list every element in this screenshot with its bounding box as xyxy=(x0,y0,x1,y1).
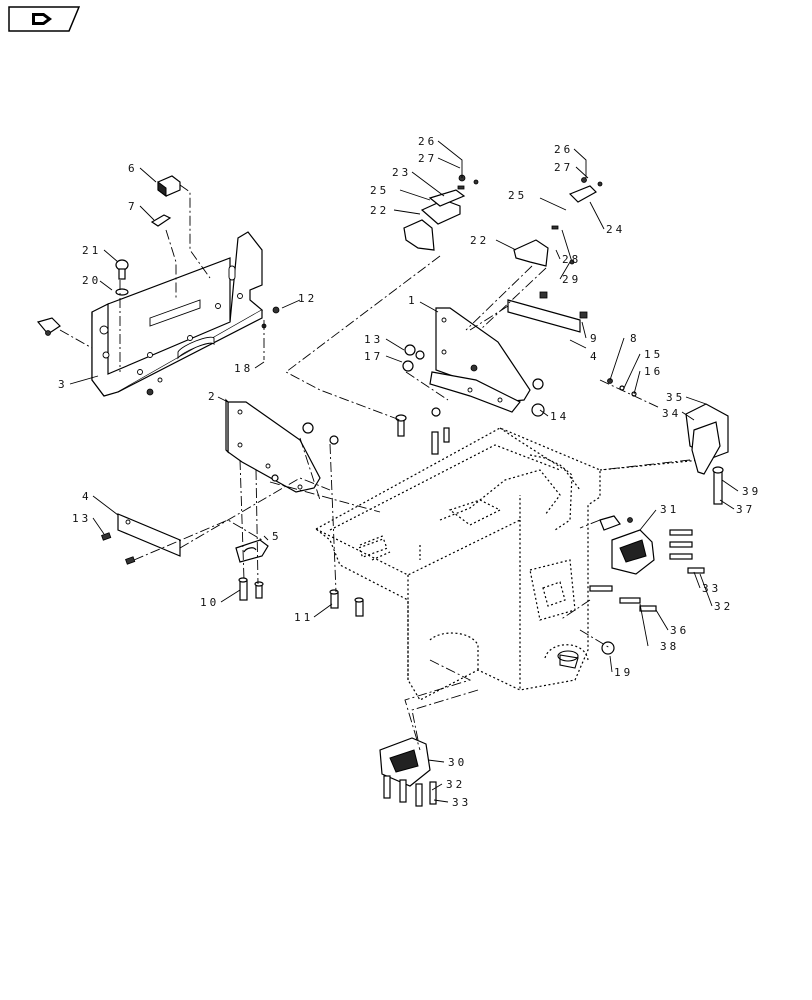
callout-32-right: 32 xyxy=(714,600,733,613)
callout-24: 24 xyxy=(606,223,625,236)
callout-26-left: 26 xyxy=(418,135,437,148)
callout-28: 28 xyxy=(562,253,581,266)
part-30-step-bottom xyxy=(379,737,437,807)
callout-33-bottom: 33 xyxy=(452,796,471,809)
callout-2: 2 xyxy=(208,390,218,403)
part-13-17-nuts xyxy=(402,344,425,372)
callout-11: 11 xyxy=(294,611,313,624)
part-4-plate-left xyxy=(117,513,181,557)
callout-32-bottom: 32 xyxy=(446,778,465,791)
callout-29: 29 xyxy=(562,273,581,286)
part-10-bolts xyxy=(238,422,339,601)
part-7-pad xyxy=(150,214,172,227)
callout-16: 16 xyxy=(644,365,663,378)
callout-39: 39 xyxy=(742,485,761,498)
part-14-nut xyxy=(531,378,545,417)
part-2-shield-plate xyxy=(225,398,321,493)
callout-6: 6 xyxy=(128,162,138,175)
callout-12: 12 xyxy=(298,292,317,305)
main-frame-body xyxy=(314,427,701,701)
callout-23: 23 xyxy=(392,166,411,179)
leader-lines xyxy=(69,140,739,803)
callout-19: 19 xyxy=(614,666,633,679)
callout-35: 35 xyxy=(666,391,685,404)
assembly-lines xyxy=(59,184,691,751)
callout-37: 37 xyxy=(736,503,755,516)
callout-8: 8 xyxy=(630,332,640,345)
callout-5: 5 xyxy=(272,530,282,543)
callout-21: 21 xyxy=(82,244,101,257)
callout-4-right: 4 xyxy=(590,350,600,363)
callout-3: 3 xyxy=(58,378,68,391)
callout-38: 38 xyxy=(660,640,679,653)
part-11-bolts xyxy=(329,589,364,617)
callout-30: 30 xyxy=(448,756,467,769)
part-6-block xyxy=(157,175,181,197)
callout-27-left: 27 xyxy=(418,152,437,165)
callout-27-right: 27 xyxy=(554,161,573,174)
callout-13-left: 13 xyxy=(72,512,91,525)
callout-25-left: 25 xyxy=(370,184,389,197)
part-3-side-bolts xyxy=(36,317,154,396)
part-22-24-25-bracket-right xyxy=(513,177,603,267)
part-1-lower-bolts xyxy=(395,407,450,455)
part-1-shield-plate xyxy=(429,307,531,413)
callout-13-right: 13 xyxy=(364,333,383,346)
callout-15: 15 xyxy=(644,348,663,361)
callout-26-right: 26 xyxy=(554,143,573,156)
callout-7: 7 xyxy=(128,200,138,213)
callout-20: 20 xyxy=(82,274,101,287)
part-12-bolt xyxy=(261,306,280,329)
callout-22-left: 22 xyxy=(370,204,389,217)
callout-22-right: 22 xyxy=(470,234,489,247)
callout-1: 1 xyxy=(408,294,418,307)
callout-14: 14 xyxy=(550,410,569,423)
callout-9: 9 xyxy=(590,332,600,345)
part-3-mounting-bracket xyxy=(91,231,264,397)
callout-4-left: 4 xyxy=(82,490,92,503)
callout-25-right: 25 xyxy=(508,189,527,202)
part-21-knob xyxy=(115,259,129,296)
part-22-23-25-bracket-left xyxy=(403,174,479,251)
callout-34: 34 xyxy=(662,407,681,420)
part-13-bolt-left xyxy=(101,532,136,565)
callout-18: 18 xyxy=(234,362,253,375)
part-32-33-36-38-bolts xyxy=(589,529,705,655)
part-8-15-16-hardware xyxy=(607,378,637,397)
callout-33-right: 33 xyxy=(702,582,721,595)
part-5-clip xyxy=(235,539,269,563)
part-9-4-plate-right xyxy=(507,291,588,333)
callout-10: 10 xyxy=(200,596,219,609)
callout-17: 17 xyxy=(364,350,383,363)
callout-36: 36 xyxy=(670,624,689,637)
callout-labels: 6 7 21 20 3 12 18 2 4 13 5 10 11 1 13 17… xyxy=(58,135,761,809)
part-31-step-right xyxy=(599,515,655,575)
previous-page-icon[interactable] xyxy=(8,6,80,32)
callout-31: 31 xyxy=(660,503,679,516)
